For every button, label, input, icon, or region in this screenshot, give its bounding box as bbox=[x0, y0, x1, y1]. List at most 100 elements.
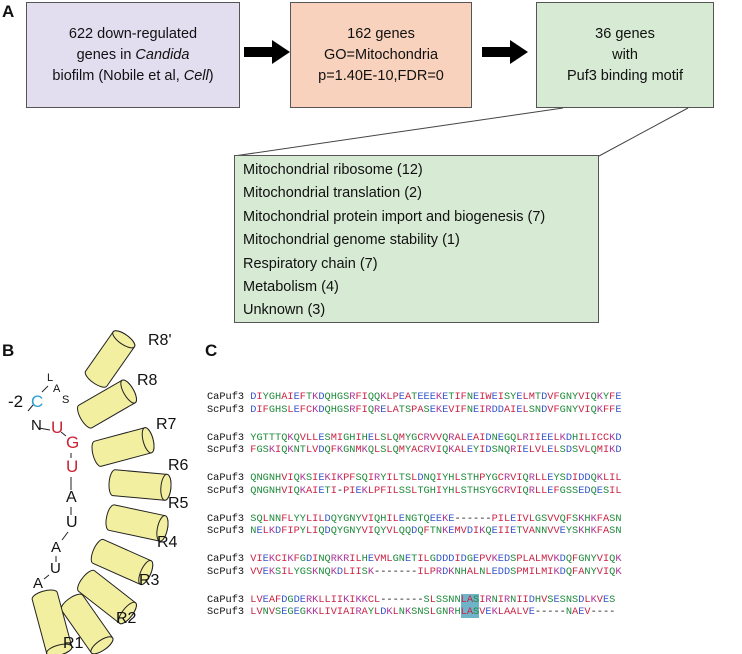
sequence-residues: VIEKCIKFGDINQRKRILHEVMLGNETILGDDDIDGEPVK… bbox=[250, 553, 622, 565]
sequence-name: ScPuf3 bbox=[207, 565, 251, 578]
rna-loop-S: S bbox=[62, 394, 70, 406]
sequence-alignment: CaPuf3 DIYGHAIEFTKDQHGSRFIQQKLPEATEEEKET… bbox=[207, 391, 737, 634]
panel-c-label: C bbox=[205, 341, 218, 360]
helix-cylinder bbox=[90, 538, 154, 586]
alignment-block: CaPuf3 VIEKCIKFGDINQRKRILHEVMLGNETILGDDD… bbox=[207, 553, 737, 578]
alignment-block: CaPuf3 YGTTTQKQVLLESMIGHIHELSLQMYGCRVVQR… bbox=[207, 432, 737, 457]
category-box: Mitochondrial ribosome (12) Mitochondrial… bbox=[234, 155, 599, 323]
sequence-name: CaPuf3 bbox=[207, 512, 251, 525]
scpuf3-sequence-row: ScPuf3 NELKDFIPYLIQDQYGNYVIQYVLQQDQFTNKE… bbox=[207, 525, 737, 538]
rna-base-u1: U bbox=[51, 418, 64, 437]
rna-base-n: N bbox=[31, 417, 42, 434]
box1-line3: biofilm (Nobile et al, Cell) bbox=[52, 67, 214, 84]
capuf3-sequence-row: CaPuf3 VIEKCIKFGDINQRKRILHEVMLGNETILGDDD… bbox=[207, 553, 737, 566]
category-item: Metabolism (4) bbox=[243, 279, 339, 296]
sequence-residues: SQLNNFLYYLILDQYGNYVIQHILENGTQEEKE------P… bbox=[250, 512, 622, 525]
repeat-label: R8 bbox=[137, 372, 158, 389]
helix-cylinder bbox=[77, 569, 137, 625]
category-item: Mitochondrial genome stability (1) bbox=[243, 232, 460, 249]
helix-cylinder bbox=[108, 469, 172, 501]
rna-base-u4: U bbox=[50, 560, 61, 577]
box3-line3: Puf3 binding motif bbox=[566, 67, 684, 84]
sequence-name: ScPuf3 bbox=[207, 403, 251, 416]
category-item: Mitochondrial protein import and biogene… bbox=[243, 208, 546, 225]
rna-base-u3: U bbox=[66, 514, 78, 531]
box1-line2: genes in Candida bbox=[76, 46, 190, 63]
scpuf3-sequence-row: ScPuf3 QNGNHVIQKAIETI-PIEKLPFILSSLTGHIYH… bbox=[207, 485, 737, 498]
rna-loop-L: L bbox=[47, 372, 54, 384]
box2-line3: p=1.40E-10,FDR=0 bbox=[318, 67, 444, 84]
sequence-residues: LVEAFDGDERKLLIIKIKKCL-------SLSSNNLASIRN… bbox=[250, 593, 616, 606]
sequence-name: ScPuf3 bbox=[207, 444, 251, 456]
category-item: Mitochondrial ribosome (12) bbox=[243, 162, 423, 178]
sequence-name: ScPuf3 bbox=[207, 606, 251, 618]
repeat-label: R1 bbox=[63, 635, 84, 652]
sequence-residues: VVEKSILYGSKNQKDLIISK-------ILPRDKNHALNLE… bbox=[250, 565, 622, 578]
sequence-residues: FGSKIQKNTLVDQFKGNMKQLSLQMYACRVIQKALEYIDS… bbox=[250, 444, 622, 456]
rna-base-g1: G bbox=[66, 433, 80, 452]
sequence-name: CaPuf3 bbox=[207, 472, 251, 484]
callout-lines bbox=[233, 107, 689, 157]
capuf3-sequence-row: CaPuf3 SQLNNFLYYLILDQYGNYVIQHILENGTQEEKE… bbox=[207, 513, 737, 526]
sequence-residues: DIYGHAIEFTKDQHGSRFIQQKLPEATEEEKETIFNEIWE… bbox=[250, 391, 622, 403]
box2-line2: GO=Mitochondria bbox=[323, 46, 439, 63]
flow-arrow-2 bbox=[482, 40, 528, 64]
panel-b-label: B bbox=[2, 341, 15, 360]
scpuf3-sequence-row: ScPuf3 DIFGHSLEFCKDQHGSRFIQRELATSPASEKEV… bbox=[207, 404, 737, 417]
repeat-label: R7 bbox=[156, 416, 177, 433]
rna-base-a1: A bbox=[66, 489, 77, 506]
alignment-block: CaPuf3 QNGNHVIQKSIEKIKPFSQIRYILTSLDNQIYH… bbox=[207, 472, 737, 497]
capuf3-sequence-row: CaPuf3 YGTTTQKQVLLESMIGHIHELSLQMYGCRVVQR… bbox=[207, 432, 737, 445]
rna-loop-A: A bbox=[53, 383, 61, 395]
capuf3-sequence-row: CaPuf3 QNGNHVIQKSIEKIKPFSQIRYILTSLDNQIYH… bbox=[207, 472, 737, 485]
helix-cylinder bbox=[91, 427, 155, 467]
sequence-name: CaPuf3 bbox=[207, 593, 251, 606]
box2-line1: 162 genes bbox=[347, 25, 415, 42]
rna-minus2-label: -2 bbox=[8, 392, 24, 411]
rna-base-a3: A bbox=[33, 575, 44, 592]
scpuf3-sequence-row: ScPuf3 LVNVSEGEGKKLIVIAIRAYLDKLNKSNSLGNR… bbox=[207, 606, 737, 619]
box1-line1: 622 down-regulated bbox=[68, 25, 198, 42]
alignment-block: CaPuf3 DIYGHAIEFTKDQHGSRFIQQKLPEATEEEKET… bbox=[207, 391, 737, 416]
category-item: Respiratory chain (7) bbox=[243, 255, 378, 272]
helix-cylinder bbox=[84, 330, 136, 388]
repeat-label: R4 bbox=[157, 534, 178, 551]
flow-arrow-1 bbox=[244, 40, 290, 64]
flow-box-puf3-genes: 36 genes with Puf3 binding motif bbox=[536, 2, 714, 108]
rna-base-u2: U bbox=[66, 457, 79, 476]
category-item: Mitochondrial translation (2) bbox=[243, 185, 422, 202]
sequence-name: ScPuf3 bbox=[207, 525, 251, 537]
sequence-residues: NELKDFIPYLIQDQYGNYVIQYVLQQDQFTNKEMVDIKQE… bbox=[250, 525, 622, 537]
sequence-name: CaPuf3 bbox=[207, 391, 251, 403]
repeat-label: R6 bbox=[168, 457, 189, 474]
category-item: Unknown (3) bbox=[243, 302, 326, 319]
repeat-label: R2 bbox=[116, 610, 137, 627]
helix-cylinder bbox=[77, 379, 137, 429]
sequence-residues: QNGNHVIQKAIETI-PIEKLPFILSSLTGHIYHLSTHSYG… bbox=[250, 484, 622, 497]
capuf3-sequence-row: CaPuf3 LVEAFDGDERKLLIIKIKKCL-------SLSSN… bbox=[207, 593, 737, 607]
sequence-name: ScPuf3 bbox=[207, 484, 251, 497]
sequence-name: CaPuf3 bbox=[207, 553, 251, 565]
panel-a-label: A bbox=[2, 2, 15, 21]
sequence-residues: LVNVSEGEGKKLIVIAIRAYLDKLNKSNSLGNRHLASVEK… bbox=[250, 606, 616, 618]
sequence-residues: YGTTTQKQVLLESMIGHIHELSLQMYGCRVVQRALEAIDN… bbox=[250, 431, 622, 444]
scpuf3-sequence-row: ScPuf3 FGSKIQKNTLVDQFKGNMKQLSLQMYACRVIQK… bbox=[207, 444, 737, 457]
repeat-label: R3 bbox=[139, 572, 160, 589]
helix-cylinder bbox=[31, 589, 73, 654]
box3-line1: 36 genes bbox=[595, 25, 655, 42]
helix-cylinder bbox=[105, 504, 169, 542]
sequence-name: CaPuf3 bbox=[207, 431, 251, 444]
puf3-rna-diagram bbox=[31, 330, 172, 654]
rna-base-c: C bbox=[31, 392, 44, 411]
box3-line2: with bbox=[612, 46, 638, 63]
rna-base-a2: A bbox=[51, 539, 62, 556]
flow-box-mito-genes: 162 genes GO=Mitochondria p=1.40E-10,FDR… bbox=[290, 2, 472, 108]
alignment-block: CaPuf3 LVEAFDGDERKLLIIKIKKCL-------SLSSN… bbox=[207, 593, 737, 619]
alignment-block: CaPuf3 SQLNNFLYYLILDQYGNYVIQHILENGTQEEKE… bbox=[207, 513, 737, 538]
scpuf3-sequence-row: ScPuf3 VVEKSILYGSKNQKDLIISK-------ILPRDK… bbox=[207, 566, 737, 579]
capuf3-sequence-row: CaPuf3 DIYGHAIEFTKDQHGSRFIQQKLPEATEEEKET… bbox=[207, 391, 737, 404]
helix-cylinder bbox=[60, 593, 114, 654]
sequence-residues: DIFGHSLEFCKDQHGSRFIQRELATSPASEKEVIFNEIRD… bbox=[250, 403, 622, 416]
flow-box-downregulated-genes: 622 down-regulated genes in Candida biof… bbox=[26, 2, 240, 108]
sequence-residues: QNGNHVIQKSIEKIKPFSQIRYILTSLDNQIYHLSTHPYG… bbox=[250, 472, 622, 484]
